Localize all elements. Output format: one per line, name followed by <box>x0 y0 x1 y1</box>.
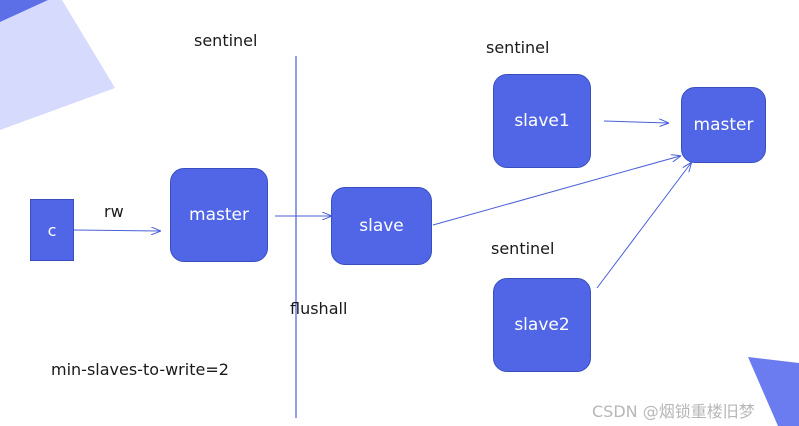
decor-triangle-top-left <box>0 0 115 130</box>
label-sentinel-top-right: sentinel <box>486 38 550 57</box>
label-min-slaves-config: min-slaves-to-write=2 <box>51 360 229 379</box>
label-sentinel-left: sentinel <box>194 31 258 50</box>
node-slave2: slave2 <box>493 278 591 372</box>
node-master-left: master <box>170 168 268 262</box>
arrow-slave-to-master-right <box>432 156 680 226</box>
watermark: CSDN @烟锁重楼旧梦 <box>592 402 755 421</box>
node-slave: slave <box>331 187 432 265</box>
decor-triangle-top-left-dark <box>0 0 48 22</box>
arrow-slave1-to-master-right <box>603 121 668 123</box>
arrow-client-to-master <box>73 230 160 231</box>
label-sentinel-bottom-right: sentinel <box>491 239 555 258</box>
node-slave1: slave1 <box>493 74 591 168</box>
node-client: c <box>30 199 74 261</box>
decor-triangle-bottom-right <box>748 357 799 426</box>
arrow-slave2-to-master-right <box>596 163 691 289</box>
node-master-right: master <box>681 87 766 163</box>
label-rw: rw <box>104 202 124 221</box>
label-flushall: flushall <box>290 299 348 318</box>
